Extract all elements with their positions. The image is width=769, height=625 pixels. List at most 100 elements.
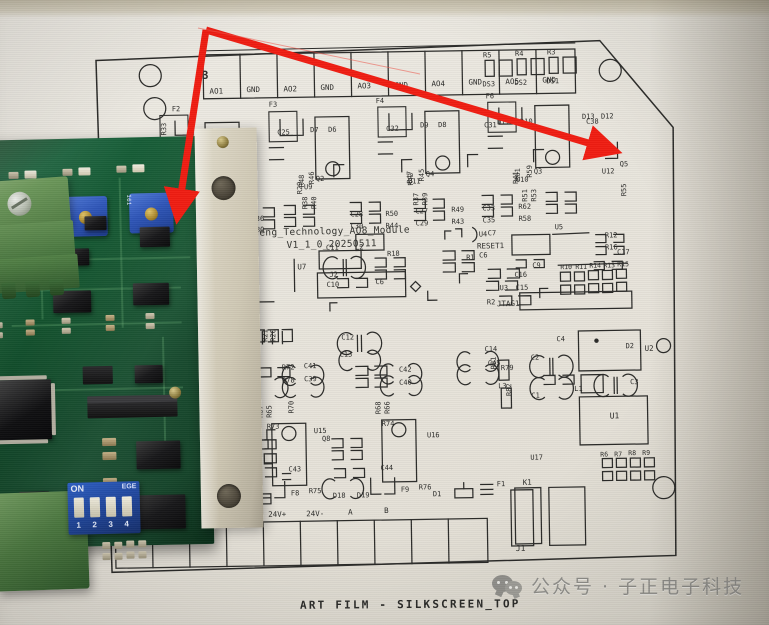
svg-text:R66: R66 [383, 401, 391, 414]
svg-text:D9: D9 [420, 121, 429, 129]
svg-text:R3: R3 [547, 48, 556, 56]
svg-text:U9: U9 [304, 183, 313, 191]
svg-text:24V+: 24V+ [268, 510, 287, 519]
svg-text:GND: GND [320, 83, 334, 92]
svg-text:U4: U4 [479, 230, 488, 238]
svg-text:R41: R41 [512, 171, 520, 184]
svg-text:R38: R38 [301, 197, 309, 210]
dip-on-label: ON [70, 483, 85, 494]
svg-text:R55: R55 [620, 183, 628, 196]
svg-text:U7: U7 [297, 262, 306, 271]
led-ds3 [24, 170, 37, 179]
svg-text:D18: D18 [333, 492, 346, 500]
svg-text:R6: R6 [600, 450, 608, 458]
svg-text:R39: R39 [421, 193, 429, 206]
svg-text:R73: R73 [267, 423, 280, 431]
svg-text:R61: R61 [514, 168, 522, 181]
svg-text:R11: R11 [575, 263, 587, 271]
svg-text:U1: U1 [610, 411, 620, 420]
svg-text:GND: GND [246, 85, 260, 94]
svg-text:AO1: AO1 [209, 87, 223, 96]
svg-text:R13: R13 [603, 261, 615, 269]
svg-text:R5: R5 [483, 51, 492, 59]
svg-text:F4: F4 [376, 97, 385, 105]
svg-text:24V-: 24V- [306, 509, 324, 518]
svg-text:R37: R37 [412, 193, 420, 206]
svg-text:C2: C2 [531, 354, 540, 362]
terminal-block-top[interactable] [0, 176, 80, 300]
rail-brass-stud [216, 135, 229, 149]
svg-text:C41: C41 [304, 362, 317, 370]
dip-num-1: 1 [76, 520, 82, 530]
svg-text:C7: C7 [488, 229, 497, 237]
svg-text:Q8: Q8 [322, 435, 331, 443]
resistor-r4 [62, 168, 73, 176]
svg-text:C3: C3 [630, 378, 639, 386]
watermark-text: 公众号 · 子正电子科技 [531, 576, 745, 598]
dip-switch-3[interactable] [105, 496, 117, 517]
svg-text:L1: L1 [574, 385, 583, 393]
svg-text:R47: R47 [406, 171, 414, 184]
svg-text:R75: R75 [309, 487, 322, 495]
cap-c5 [102, 437, 117, 447]
trimmer-screw[interactable] [144, 207, 159, 221]
svg-text:D6: D6 [328, 126, 337, 134]
svg-text:R65: R65 [265, 405, 273, 418]
ic-u12b [132, 282, 170, 306]
svg-text:C33: C33 [482, 204, 495, 212]
svg-text:U2: U2 [645, 344, 654, 353]
svg-text:JTAG1: JTAG1 [497, 299, 520, 308]
svg-text:R8: R8 [628, 449, 636, 457]
svg-text:DS2: DS2 [514, 79, 527, 87]
regulator-u2 [136, 440, 181, 470]
svg-text:DS3: DS3 [482, 80, 495, 88]
svg-text:D11: D11 [497, 118, 510, 126]
svg-text:D12: D12 [601, 112, 614, 120]
svg-text:U11: U11 [408, 177, 421, 185]
svg-text:L3: L3 [498, 382, 507, 390]
svg-text:C29: C29 [416, 219, 429, 227]
silkscreen-board-name-line2: V1_1_0_20250511 [286, 238, 377, 251]
paper-top-edge [0, 0, 769, 18]
svg-text:R78: R78 [282, 376, 295, 384]
svg-text:Q5: Q5 [620, 160, 629, 168]
film-title: ART FILM - SILKSCREEN_TOP [299, 597, 521, 612]
svg-text:F2: F2 [172, 105, 181, 113]
svg-text:Q2: Q2 [316, 175, 325, 183]
svg-text:C4: C4 [556, 335, 565, 343]
svg-text:R18: R18 [387, 250, 400, 258]
svg-text:Q3: Q3 [534, 167, 543, 175]
svg-text:RESET1: RESET1 [477, 241, 504, 250]
svg-text:R58: R58 [518, 215, 531, 223]
dip-switch-1[interactable] [73, 497, 85, 518]
svg-text:R49: R49 [451, 206, 464, 214]
svg-text:C42: C42 [399, 366, 412, 374]
svg-text:C16: C16 [514, 271, 527, 279]
rail-mount-hole-top [211, 175, 236, 201]
rail-mount-hole-bottom [216, 483, 242, 509]
dip-switch-2[interactable] [89, 497, 101, 518]
svg-text:F8: F8 [291, 489, 300, 497]
svg-text:R70: R70 [287, 401, 295, 414]
svg-text:R81: R81 [490, 357, 498, 370]
svg-text:R10: R10 [560, 263, 572, 271]
reset-button[interactable] [82, 365, 113, 385]
resistor-r3 [116, 165, 127, 173]
svg-text:U17: U17 [530, 454, 543, 462]
svg-text:GND: GND [394, 81, 408, 90]
dip-switch-4[interactable] [121, 496, 133, 517]
svg-text:R7: R7 [614, 450, 622, 458]
svg-text:J2: J2 [329, 271, 338, 279]
svg-text:R40: R40 [310, 196, 318, 209]
svg-text:R48: R48 [298, 175, 306, 188]
svg-text:R53: R53 [530, 189, 538, 202]
svg-text:F6: F6 [486, 92, 495, 100]
led-ds1 [132, 164, 145, 173]
dip-switch[interactable]: ON EGE 1 2 3 4 [67, 481, 141, 535]
svg-text:D19: D19 [357, 491, 370, 499]
jtag-header[interactable] [87, 400, 178, 419]
svg-text:R9: R9 [642, 449, 650, 457]
svg-text:R29: R29 [296, 182, 304, 195]
svg-text:R44: R44 [386, 222, 399, 230]
